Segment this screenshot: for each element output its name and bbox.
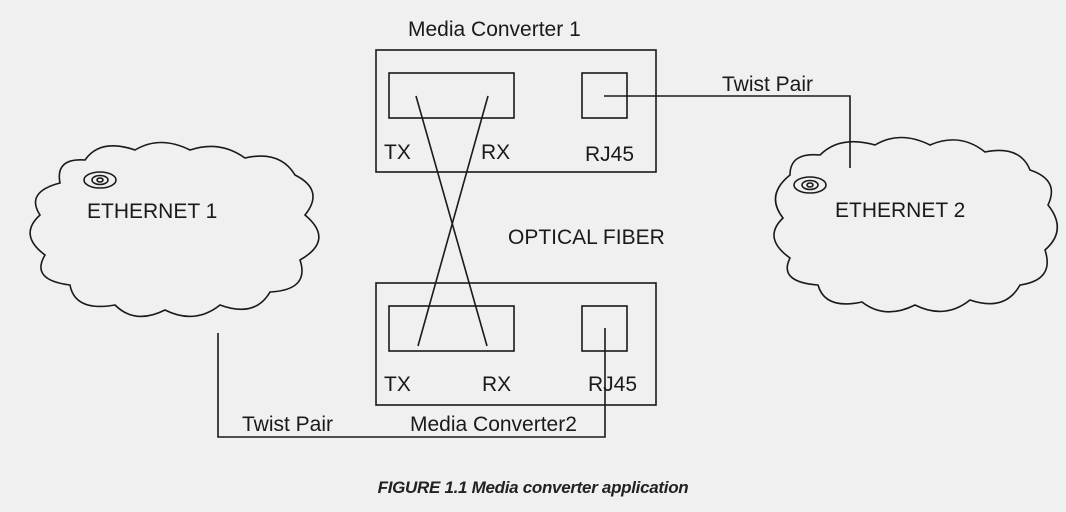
mc1-optical-port — [388, 72, 515, 119]
twist-pair-bottom-label: Twist Pair — [242, 413, 333, 436]
twist-pair-top-label: Twist Pair — [722, 73, 813, 96]
mc2-rx-label: RX — [482, 373, 511, 396]
mc1-rj45-label: RJ45 — [585, 143, 634, 166]
ethernet-2-label: ETHERNET 2 — [835, 199, 965, 222]
twist-pair-cable-bottom — [217, 328, 606, 438]
ethernet-1-cloud-icon — [83, 171, 117, 189]
ethernet-1-label: ETHERNET 1 — [87, 200, 217, 223]
mc2-rj45-label: RJ45 — [588, 373, 637, 396]
mc2-tx-label: TX — [384, 373, 411, 396]
mc2-optical-port — [388, 305, 515, 352]
media-converter-1-box — [375, 49, 657, 173]
fiber-line-b — [417, 95, 489, 347]
twist-pair-cable-top — [604, 95, 851, 168]
media-converter-2-box — [375, 282, 657, 406]
fiber-line-a — [415, 95, 488, 347]
ethernet-2-cloud-icon — [793, 176, 827, 194]
mc2-title: Media Converter2 — [410, 413, 577, 436]
ethernet-2-cloud — [773, 136, 1059, 313]
ethernet-1-cloud — [29, 141, 320, 318]
mc1-tx-label: TX — [384, 141, 411, 164]
mc1-title: Media Converter 1 — [408, 18, 581, 41]
optical-fiber-label: OPTICAL FIBER — [508, 226, 665, 249]
figure-caption: FIGURE 1.1 Media converter application — [377, 478, 689, 497]
mc1-rx-label: RX — [481, 141, 510, 164]
